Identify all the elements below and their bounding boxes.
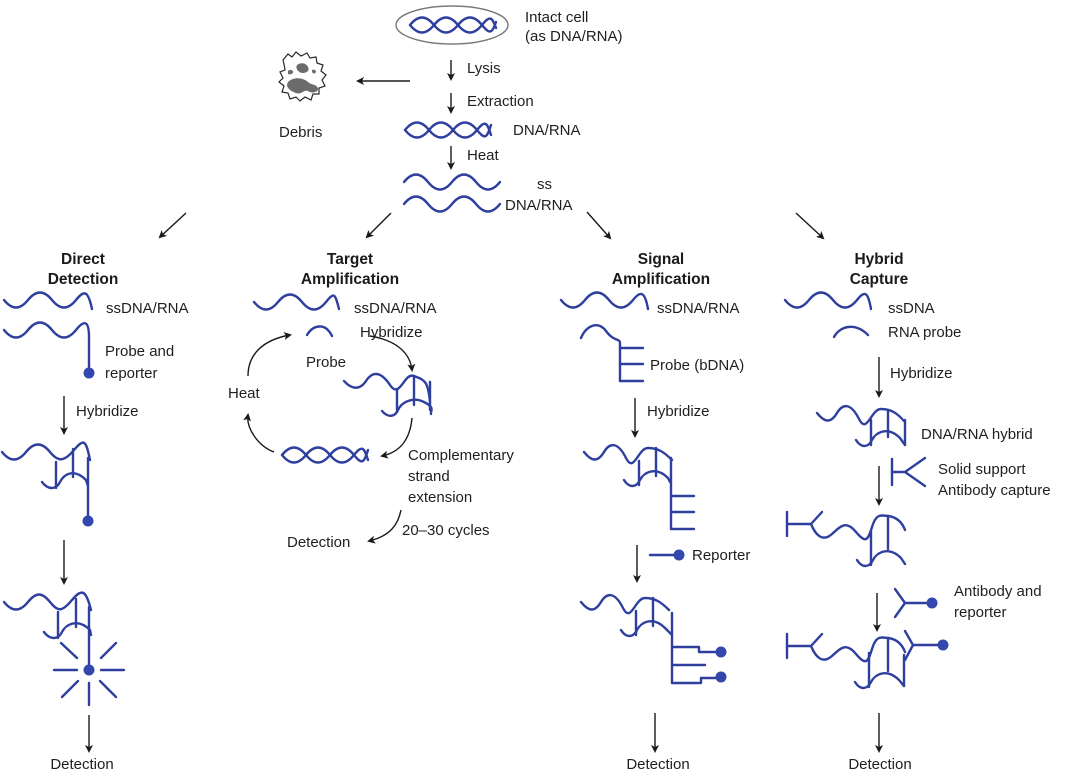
signal-reporter-label: Reporter xyxy=(692,547,750,564)
signal-target-label: ssDNA/RNA xyxy=(657,300,740,317)
detection-complex-icon xyxy=(785,629,949,690)
target-cycles-label: 20–30 cycles xyxy=(402,522,490,539)
ss-label-line1: ss xyxy=(537,176,552,193)
hybrid-result-label: Detection xyxy=(848,756,911,773)
target-strand-icon xyxy=(252,293,341,311)
signal-amplification-column: Signal Amplification ssDNA/RNA Probe (bD… xyxy=(559,251,750,773)
hybrid-step-label: Hybridize xyxy=(890,365,953,382)
cell-label-line1: Intact cell xyxy=(525,9,588,26)
probe-strand-icon xyxy=(2,321,91,375)
debris-label: Debris xyxy=(279,124,322,141)
direct-detection-column: Direct Detection ssDNA/RNA Probe and rep… xyxy=(0,251,189,773)
branch-arrow-hybrid xyxy=(795,212,825,240)
light-burst-icon xyxy=(52,641,126,707)
direct-target-label: ssDNA/RNA xyxy=(106,300,189,317)
lysis-label: Lysis xyxy=(467,60,501,77)
target-heat-label: Heat xyxy=(228,385,261,402)
target-ext-line1: Complementary xyxy=(408,447,514,464)
extraction-label: Extraction xyxy=(467,93,534,110)
signal-result-label: Detection xyxy=(626,756,689,773)
direct-title-line1: Direct xyxy=(61,251,105,268)
branch-arrow-target xyxy=(365,212,392,239)
antibody-reporter-icon xyxy=(893,587,938,619)
target-amplification-column: Target Amplification ssDNA/RNA Hybridize… xyxy=(228,251,514,551)
hybrid-antibody-line1: Antibody and xyxy=(954,583,1042,600)
dna-rna-hybrid-icon xyxy=(815,405,907,448)
hybrid-antibody-line2: reporter xyxy=(954,604,1007,621)
target-probe-label: Probe xyxy=(306,354,346,371)
hybrid-probe-label: RNA probe xyxy=(888,324,961,341)
cycles-arrow xyxy=(367,509,402,544)
target-target-label: ssDNA/RNA xyxy=(354,300,437,317)
target-strand-icon xyxy=(559,291,650,311)
direct-probe-label-line2: reporter xyxy=(105,365,158,382)
reporter-probe-icon xyxy=(648,549,685,561)
signal-title-line1: Signal xyxy=(638,251,685,268)
direct-result-label: Detection xyxy=(50,756,113,773)
reporter-icon xyxy=(83,367,95,379)
reporter-icon xyxy=(83,664,95,676)
capture-antibody-icon xyxy=(890,456,927,488)
branch-arrow-signal xyxy=(586,211,612,240)
hybrid-support-line2: Antibody capture xyxy=(938,482,1051,499)
target-hybridize-label: Hybridize xyxy=(360,324,423,341)
target-ext-line2: strand xyxy=(408,468,450,485)
ds-product-icon xyxy=(280,446,370,464)
target-ext-line3: extension xyxy=(408,489,472,506)
heat-label: Heat xyxy=(467,147,500,164)
hybridize-cycle-arrow xyxy=(369,335,416,372)
cell-label-line2: (as DNA/RNA) xyxy=(525,28,623,45)
signal-probe-label: Probe (bDNA) xyxy=(650,357,744,374)
target-strand-icon xyxy=(2,291,94,311)
target-result-label: Detection xyxy=(287,534,350,551)
top-flow: Intact cell (as DNA/RNA) Lysis Debris Ex… xyxy=(158,5,825,240)
heat-cycle-arrow xyxy=(243,413,275,453)
bdna-hybrid-icon xyxy=(582,444,696,531)
signal-step-label: Hybridize xyxy=(647,403,710,420)
branch-arrow-direct xyxy=(158,212,187,239)
reporter-icon xyxy=(82,515,94,527)
direct-step-label: Hybridize xyxy=(76,403,139,420)
captured-hybrid-icon xyxy=(785,510,907,568)
ss-strand-icon xyxy=(402,195,502,213)
hybrid-title-line2: Capture xyxy=(850,271,909,288)
cell-membrane-icon xyxy=(395,5,509,45)
reanneal-cycle-arrow xyxy=(247,332,292,377)
extension-cycle-arrow xyxy=(380,417,413,459)
rna-probe-icon xyxy=(832,325,870,339)
hybrid-hybrid-label: DNA/RNA hybrid xyxy=(921,426,1033,443)
dsdna-icon xyxy=(403,121,493,139)
bdna-probe-icon xyxy=(579,324,645,383)
dsdna-in-cell-icon xyxy=(408,16,498,34)
amplified-signal-complex-icon xyxy=(579,594,727,685)
hybrid-complex-icon xyxy=(0,441,94,527)
hybrid-support-line1: Solid support xyxy=(938,461,1026,478)
hybrid-target-label: ssDNA xyxy=(888,300,935,317)
target-title-line2: Amplification xyxy=(301,271,399,288)
hybrid-capture-column: Hybrid Capture ssDNA RNA probe Hybridize… xyxy=(783,251,1051,773)
signal-title-line2: Amplification xyxy=(612,271,710,288)
primer-probe-icon xyxy=(305,325,334,338)
ss-strand-icon xyxy=(402,173,502,191)
direct-probe-label-line1: Probe and xyxy=(105,343,174,360)
dna-rna-label: DNA/RNA xyxy=(513,122,581,139)
ss-label-line2: DNA/RNA xyxy=(505,197,573,214)
signal-emission-complex-icon xyxy=(2,591,126,707)
direct-title-line2: Detection xyxy=(48,271,119,288)
debris-icon xyxy=(278,51,327,102)
hybrid-title-line1: Hybrid xyxy=(854,251,903,268)
target-title-line1: Target xyxy=(327,251,373,268)
target-strand-icon xyxy=(783,291,873,311)
primer-hybrid-icon xyxy=(342,372,433,417)
